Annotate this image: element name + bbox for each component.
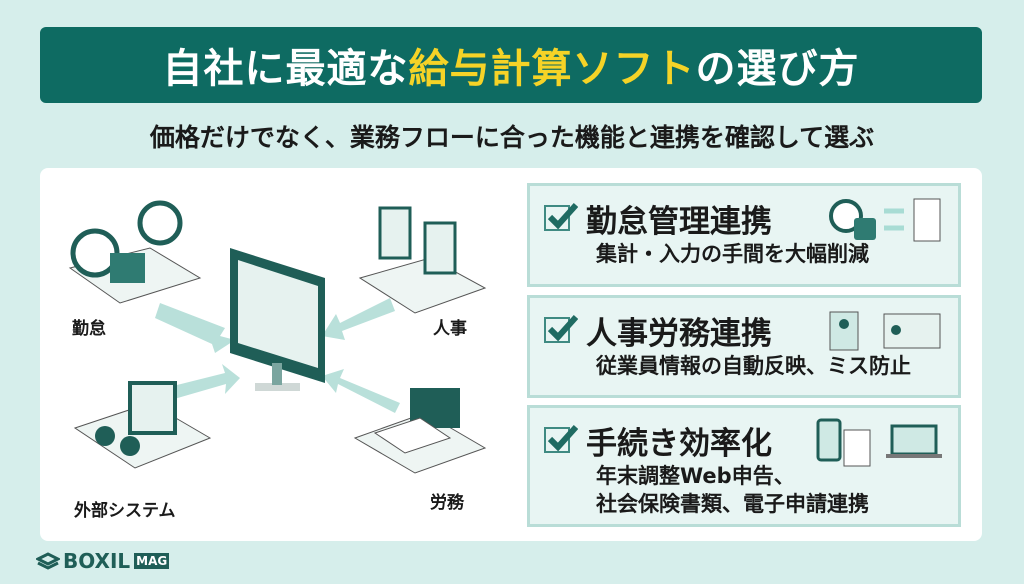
feature-card-hr: 人事労務連携 従業員情報の自動反映、ミス防止 — [527, 295, 961, 398]
card-desc-line1: 年末調整Web申告、 — [596, 464, 795, 488]
label-attendance: 勤怠 — [72, 319, 106, 339]
clock-document-icon — [829, 198, 941, 242]
card-title: 勤怠管理連携 — [586, 203, 772, 240]
label-labor: 労務 — [430, 493, 464, 513]
subtitle: 価格だけでなく、業務フローに合った機能と連携を確認して選ぶ — [149, 123, 875, 152]
feature-card-attendance: 勤怠管理連携 集計・入力の手間を大幅削減 — [527, 183, 961, 287]
logo-badge: MAG — [134, 553, 170, 569]
title-part2: の選び方 — [695, 46, 860, 92]
checkbox-icon — [544, 202, 578, 231]
card-desc: 従業員情報の自動反映、ミス防止 — [596, 354, 911, 378]
feature-card-procedures: 手続き効率化 年末調整Web申告、 社会保険書類、電子申請連携 — [527, 405, 961, 527]
title-highlight: 給与計算ソフト — [408, 46, 696, 92]
card-title: 人事労務連携 — [586, 315, 772, 352]
card-desc-line2: 社会保険書類、電子申請連携 — [596, 492, 869, 516]
labor-icon — [353, 388, 487, 474]
phone-laptop-icon — [816, 418, 942, 467]
card-title: 手続き効率化 — [586, 425, 772, 462]
attendance-icon — [68, 200, 202, 304]
checkbox-icon — [544, 424, 578, 453]
monitor-icon — [230, 248, 325, 391]
id-card-icon — [829, 311, 941, 351]
integration-diagram: 勤怠 人事 外部システム 労務 — [40, 168, 520, 541]
external-system-icon — [73, 381, 212, 469]
label-hr: 人事 — [433, 319, 467, 339]
hr-icon — [358, 206, 487, 314]
card-desc: 集計・入力の手間を大幅削減 — [596, 242, 869, 266]
title-banner: 自社に最適な給与計算ソフトの選び方 — [40, 27, 982, 103]
title-part1: 自社に最適な — [162, 46, 409, 92]
logo-name: BOXIL — [63, 549, 131, 573]
boxil-logo: BOXIL MAG — [36, 549, 170, 573]
checkbox-icon — [544, 314, 578, 343]
label-external-system: 外部システム — [74, 501, 176, 521]
boxil-logo-icon — [36, 552, 60, 570]
